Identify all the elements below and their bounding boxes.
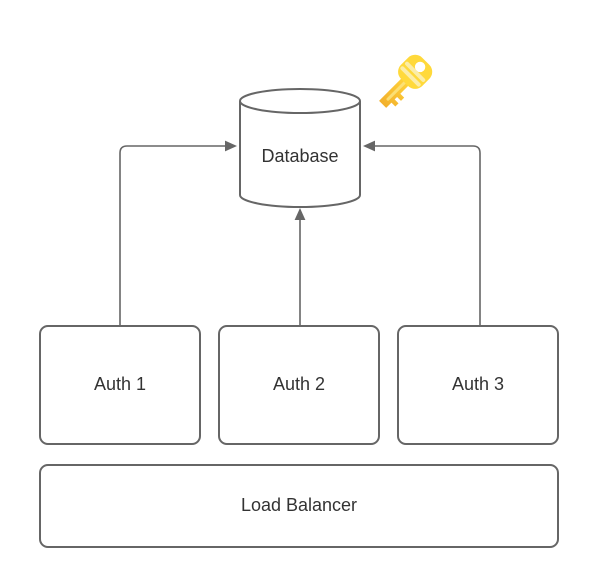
cylinder-shape-icon (239, 88, 361, 208)
node-auth-3-label: Auth 3 (451, 374, 505, 395)
node-database: Database (238, 87, 362, 209)
edge-auth2-to-database (294, 208, 306, 325)
arrowhead-up-icon (294, 208, 306, 220)
node-load-balancer-label: Load Balancer (240, 495, 358, 516)
node-load-balancer: Load Balancer (39, 464, 559, 548)
node-auth-1-label: Auth 1 (93, 374, 147, 395)
node-auth-3: Auth 3 (397, 325, 559, 445)
node-auth-2-label: Auth 2 (272, 374, 326, 395)
node-database-label: Database (261, 145, 339, 166)
edge-auth1-to-database (119, 140, 237, 325)
edge-auth3-to-database (363, 140, 481, 325)
arrowhead-right-icon (225, 140, 237, 152)
arrowhead-left-icon (363, 140, 375, 152)
key-icon (371, 50, 435, 128)
node-auth-1: Auth 1 (39, 325, 201, 445)
node-auth-2: Auth 2 (218, 325, 380, 445)
